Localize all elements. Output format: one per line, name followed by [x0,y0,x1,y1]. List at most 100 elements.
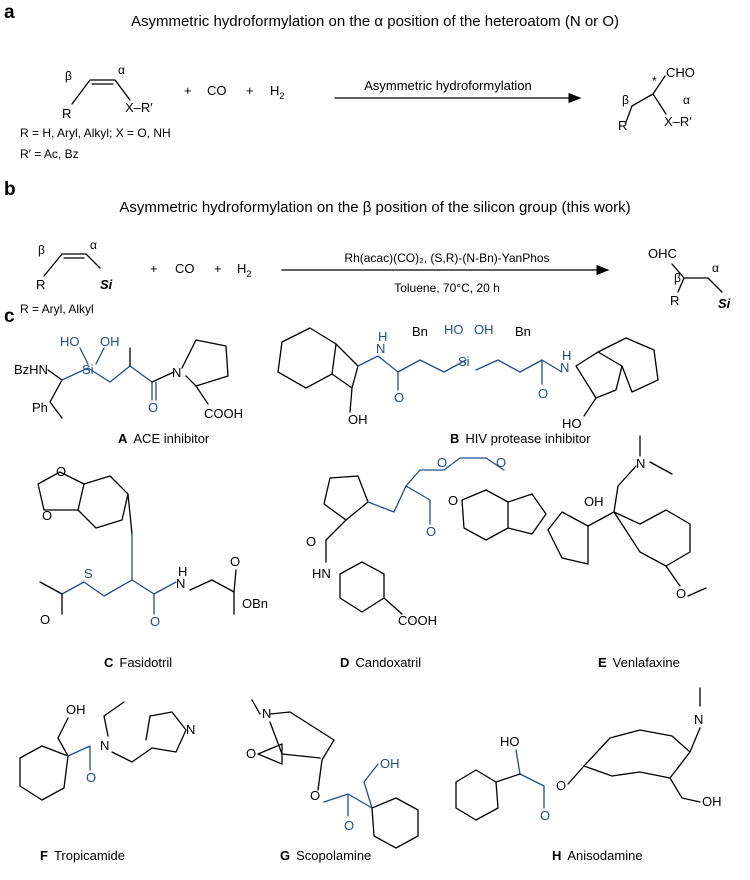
b-alpha: α [90,238,97,252]
f-o: O [86,770,96,785]
g-ch2oh [363,763,379,809]
d-cyclopentane [323,475,369,521]
d-o-amide: O [306,534,316,549]
h-tropane [567,729,691,785]
alpha-label: α [118,63,125,77]
d-cyclohexane [339,561,385,613]
a-n: N [172,365,181,380]
b-product-si: Si [718,296,731,311]
f-amide [67,745,91,771]
product-xr: X–R′ [664,114,692,129]
h2-label: H2 [270,83,284,101]
b-nh-left: N [376,341,385,356]
d-amide-chain [325,519,347,563]
b-h-left: H [378,329,387,344]
f-ch2oh [57,717,69,757]
g-epoxide-o: O [246,746,256,761]
a-ho: HO [60,334,80,349]
g-o-ester: O [310,788,320,803]
c-ester-co [233,569,237,593]
b-bn-left: Bn [412,324,428,339]
c-benzyl-bond [127,493,133,535]
e-oh: OH [584,494,604,509]
b-chain-left [357,355,467,373]
b-right-cyclopentane [575,351,623,399]
panel-a-letter: a [4,2,15,23]
a-si-oh-bonds [79,347,105,365]
b-right-ho: HO [562,416,582,431]
d-o-link: O [448,493,458,508]
c-s: S [84,566,93,581]
c-acetyl [39,581,63,615]
b-oh: OH [474,322,494,337]
alkene-bond [71,79,131,105]
b-left-oh: OH [348,412,368,427]
a-cooh-bond [195,385,209,405]
f-n: N [100,738,109,753]
panel-b-letter: b [4,179,16,200]
d-ester [405,485,431,525]
c-ala [189,579,235,615]
a-ph: Ph [32,400,48,415]
b-plus-1: + [150,261,158,276]
plus-1: + [184,83,192,98]
c-o2: O [42,508,52,523]
structure-h: HO O O N OH [455,687,722,823]
structure-a: BzHN Ph Si HO OH O N COOH [14,334,243,421]
f-n-substituents [103,701,133,763]
a-oh: OH [100,334,120,349]
structure-d: O HN COOH O O O O [306,455,547,628]
f-phenyl [19,745,69,801]
a-chain-blue [61,365,153,383]
b-product-r: R [670,293,679,308]
b-product-r-bond [677,277,685,293]
stereo-star: * [652,74,657,88]
b-nh-right: N [560,360,569,375]
c-obn: OBn [242,596,268,611]
b-arrow-top: Rh(acac)(CO)₂, (S,R)-(N-Bn)-YanPhos [344,251,549,265]
a-o: O [148,400,158,415]
c-benzene [77,475,129,529]
d-cooh: COOH [398,613,437,628]
h-ho: HO [500,734,520,749]
b-bn-right: Bn [515,324,531,339]
h-oh: OH [702,794,722,809]
product-r-bond [625,105,633,123]
e-n: N [636,456,645,471]
g-ester [323,793,373,817]
g-oh: OH [380,756,400,771]
a-pyrrolidine [181,339,229,387]
b-left-cyclopentane [331,343,359,389]
product-alpha: α [683,93,690,107]
b-r: R [36,277,45,292]
h-n-methyl [689,687,701,753]
b-beta: β [38,243,45,257]
f-pyr-n: N [186,722,195,737]
cond-a-1: R = H, Aryl, Alkyl; X = O, NH [20,126,171,140]
arrow-label-a: Asymmetric hydroformylation [364,78,532,93]
structure-c: O O S O O N H O OBn [37,464,268,629]
d-ether-chain [367,457,505,513]
cond-b: R = Aryl, Alkyl [20,302,94,316]
b-chain-right [475,359,563,373]
d-hn: HN [312,566,331,581]
b-right-benzene [597,337,659,393]
e-cyclohexane [547,485,619,565]
e-methoxy-me [687,587,707,597]
b-left-oh-bond [349,387,353,413]
panel-a-product: CHO * β α R X–R′ [618,65,695,133]
g-phenyl [371,797,419,849]
panel-b-title: Asymmetric hydroformylation on the β pos… [119,199,630,216]
a-si: Si [82,362,94,377]
b-o-left: O [394,390,404,405]
panel-a-title: Asymmetric hydroformylation on the α pos… [131,13,619,30]
b-plus-2: + [214,261,222,276]
c-dioxole [37,471,85,511]
h-phenyl [455,769,521,821]
panel-b-product: OHC β α R Si [648,246,731,311]
